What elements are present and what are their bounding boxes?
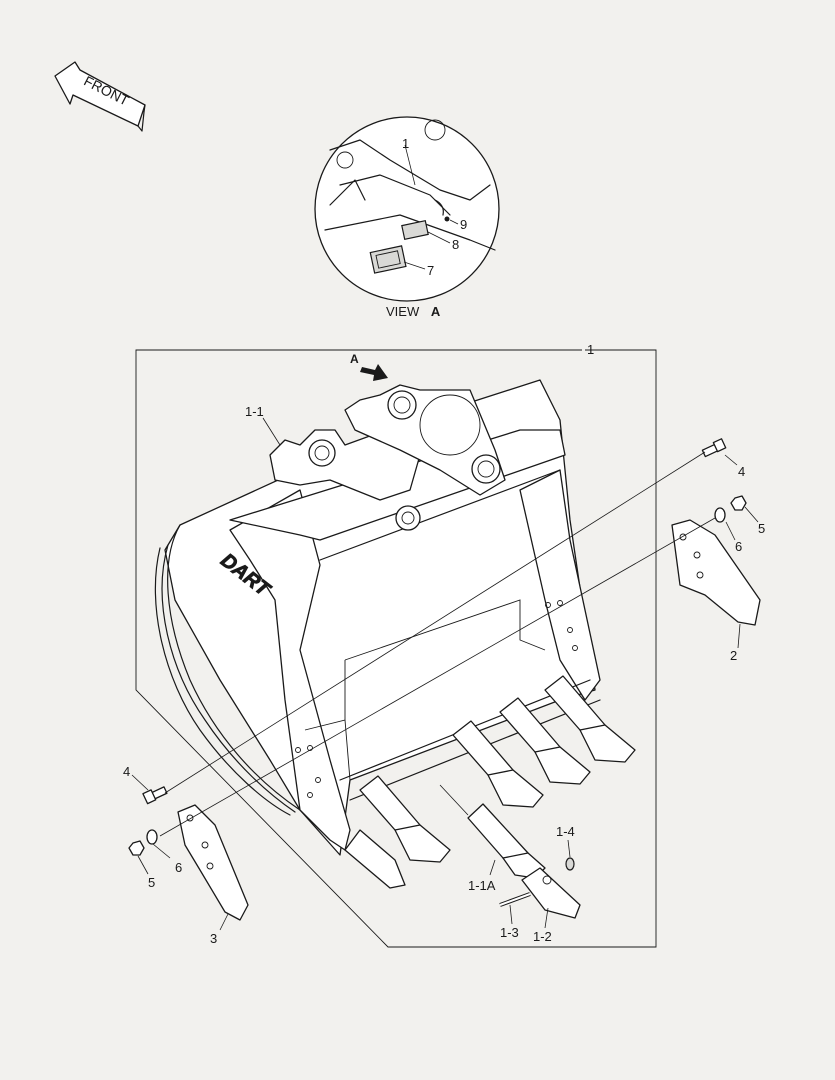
- callout-7: 7: [427, 263, 434, 278]
- view-a-arrow-icon: A: [350, 352, 388, 381]
- callout-1: 1: [587, 342, 594, 357]
- callout-1-1: 1-1: [245, 404, 264, 419]
- callout-2: 2: [730, 648, 737, 663]
- callout-5-left: 5: [148, 875, 155, 890]
- callout-1-3: 1-3: [500, 925, 519, 940]
- callout-4-left: 4: [123, 764, 130, 779]
- view-caption-word: VIEW: [386, 304, 420, 319]
- callout-4-right: 4: [738, 464, 745, 479]
- side-cutter-right: [671, 519, 761, 626]
- callout-1-2: 1-2: [533, 929, 552, 944]
- view-caption-letter: A: [431, 304, 441, 319]
- callout-9: 9: [460, 217, 467, 232]
- callout-1-4: 1-4: [556, 824, 575, 839]
- callout-1-1a: 1-1A: [468, 878, 496, 893]
- callout-8: 8: [452, 237, 459, 252]
- hardware-left: [128, 786, 168, 856]
- view-a-detail: 1 9 8 7 VIEW A: [314, 116, 500, 319]
- view-a-marker: A: [350, 352, 359, 366]
- callout-3: 3: [210, 931, 217, 946]
- callout-1-view: 1: [402, 136, 409, 151]
- callout-6-right: 6: [735, 539, 742, 554]
- front-arrow-icon: FRONT: [54, 61, 146, 132]
- callout-5-right: 5: [758, 521, 765, 536]
- callout-6-left: 6: [175, 860, 182, 875]
- hardware-right: [701, 438, 747, 523]
- assembly-boundary: [135, 349, 657, 948]
- bucket-body: DART: [154, 379, 601, 856]
- bucket-teeth: [344, 675, 636, 919]
- view-a-caption: VIEW A: [386, 304, 441, 319]
- side-cutter-left: [177, 804, 249, 921]
